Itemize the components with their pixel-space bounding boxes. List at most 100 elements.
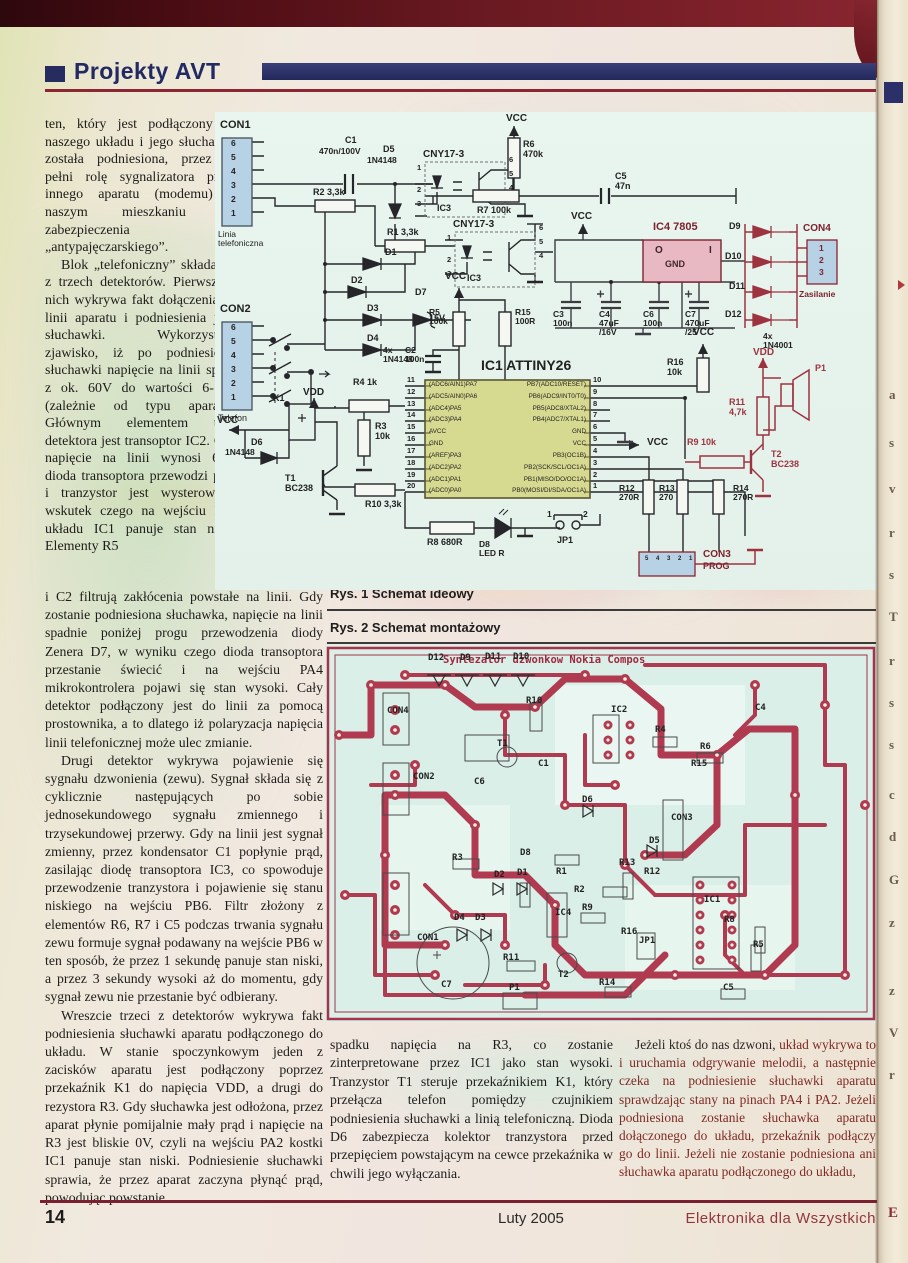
label: R1	[556, 867, 567, 877]
divider	[327, 642, 876, 644]
footer-issue: Luty 2005	[498, 1210, 564, 1227]
pcb-drawing	[325, 645, 877, 1022]
label: 14	[407, 410, 416, 419]
label: 4x 1N4148	[383, 345, 413, 364]
label: D4	[454, 913, 465, 923]
label: 12	[407, 387, 416, 396]
label: D12	[428, 653, 445, 663]
label: (ADC5/AIN0)PA6	[429, 393, 478, 400]
label: R5	[753, 940, 764, 950]
con4-caption: Zasilanie	[799, 289, 836, 299]
page-section-title: Projekty AVT	[74, 58, 221, 84]
ic1-title: IC1 ATTINY26	[481, 357, 572, 373]
label: PB2(SCK/SCL/OC1A)	[524, 464, 586, 471]
label: 1N4148	[225, 447, 255, 457]
label: IC1	[704, 895, 721, 905]
footer-magazine: Elektronika dla Wszystkich	[685, 1210, 876, 1227]
page-crease	[875, 0, 879, 1263]
label: (ADC1)PA1	[429, 476, 462, 483]
label: R12 270R	[619, 483, 640, 502]
label: C2 100n	[405, 345, 425, 364]
label: D3	[367, 303, 379, 313]
paragraph: i C2 filtrują zakłócenia powstałe na lin…	[45, 589, 323, 750]
label: IC4 7805	[653, 221, 698, 233]
label: a	[889, 387, 896, 402]
con4-label: CON4	[803, 223, 831, 234]
magazine-top-edge	[0, 0, 908, 27]
label: (ADC4)PA5	[429, 405, 462, 412]
con2-caption: Telefon	[218, 413, 248, 423]
label: VCC	[693, 327, 715, 338]
label: V	[889, 1025, 899, 1040]
paragraph-lead: Jeżeli ktoś do nas dzwoni,	[635, 1037, 776, 1052]
label: C6 100n	[643, 309, 663, 328]
label: (AREF)PA3	[429, 452, 462, 459]
label: C3 100n	[553, 309, 573, 328]
label: C6	[474, 777, 485, 787]
label: IC4	[555, 908, 572, 918]
label: 4x 1N4001	[763, 331, 793, 350]
label: 18	[407, 458, 416, 467]
optocoupler-2-label: CNY17-3	[453, 219, 495, 230]
label: D12	[725, 309, 742, 319]
edge-red-mark	[898, 280, 905, 290]
label: D9	[460, 653, 471, 663]
label: VCC	[506, 113, 528, 124]
con2-label: CON2	[220, 303, 251, 315]
label: 15	[407, 422, 416, 431]
label: R11 4,7k	[729, 397, 747, 417]
label: D6	[582, 795, 593, 805]
label: 2	[593, 470, 598, 479]
label: 5	[509, 169, 514, 178]
label: R7 100k	[477, 205, 512, 215]
label: R2 3,3k	[313, 187, 345, 197]
label: 3	[593, 458, 598, 467]
label: 19	[407, 470, 416, 479]
label: 3	[667, 556, 671, 562]
edge-footer-letter: E	[888, 1205, 899, 1221]
label: JP1	[557, 535, 574, 545]
label: R14	[599, 978, 616, 988]
label: 3	[447, 269, 452, 278]
label: s	[889, 737, 895, 752]
article-column-1-bottom: i C2 filtrują zakłócenia powstałe na lin…	[45, 588, 323, 1207]
label: VCC	[445, 271, 467, 282]
label: 2	[447, 255, 452, 264]
label: 5	[231, 152, 236, 162]
label: 6	[231, 138, 236, 148]
label: R9	[582, 903, 593, 913]
divider	[327, 609, 876, 611]
label: IC2	[611, 705, 628, 715]
label: R9 10k	[687, 437, 717, 447]
label: GND	[665, 259, 685, 269]
label: O	[655, 245, 663, 256]
label: VCC	[217, 415, 239, 426]
label: R6	[700, 742, 711, 752]
label: D11	[729, 281, 746, 291]
label: IC3	[437, 203, 452, 213]
label: 2	[231, 378, 236, 388]
label: C5	[723, 983, 734, 993]
schematic-drawing	[221, 126, 838, 577]
label: (ADC2)PA2	[429, 464, 462, 471]
paragraph: Drugi detektor wykrywa pojawienie się sy…	[45, 752, 323, 1005]
label: T1	[497, 739, 508, 749]
label: 4	[539, 251, 544, 260]
label: R11	[503, 953, 520, 963]
label: C1	[538, 759, 549, 769]
label: 1N4148	[367, 155, 397, 165]
label: PB3(OC1B)	[552, 452, 586, 459]
label: AVCC	[429, 428, 447, 435]
con1-caption: Linia telefoniczna	[218, 229, 264, 248]
label: R4	[655, 725, 666, 735]
label: R2	[574, 885, 585, 895]
label: P1	[815, 363, 827, 373]
label: R16	[621, 927, 638, 937]
label: 1	[547, 509, 552, 519]
label: T2	[558, 970, 569, 980]
label: D3	[475, 913, 486, 923]
label: 1	[417, 163, 422, 172]
label: 1	[447, 233, 452, 242]
